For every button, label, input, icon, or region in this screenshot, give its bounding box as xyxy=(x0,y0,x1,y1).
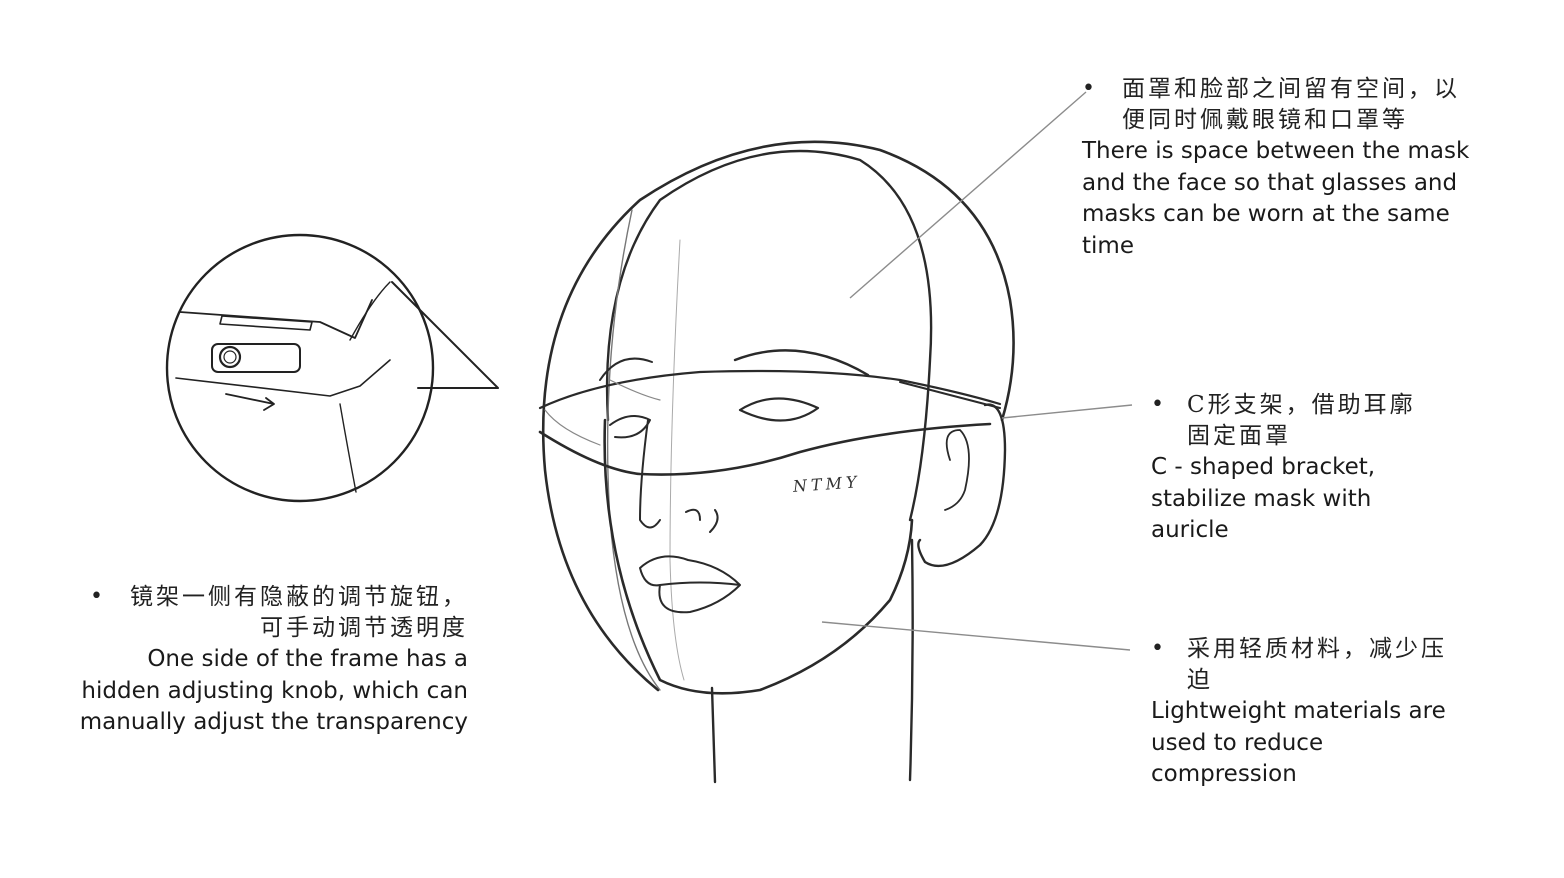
visor-strap-right xyxy=(899,381,1001,409)
leader-bracket xyxy=(1001,404,1133,419)
callout-knob: • 镜架一侧有隐蔽的调节旋钮， 可手动调节透明度 One side of the… xyxy=(40,582,468,739)
adjusting-knob-icon xyxy=(218,345,242,369)
bullet-icon: • xyxy=(1151,636,1164,661)
inset-callout-pointer xyxy=(391,281,499,389)
knob-slider-track xyxy=(211,343,301,373)
callout-bracket-en-3: auricle xyxy=(1151,517,1229,543)
head-outline xyxy=(541,140,1015,784)
callout-space-en-3: masks can be worn at the same xyxy=(1082,201,1450,227)
callout-space-en-1: There is space between the mask xyxy=(1082,138,1470,164)
callout-bracket-zh-1: C形支架，借助耳廓 xyxy=(1187,392,1416,418)
inset-circle xyxy=(165,233,435,503)
inset-frame-rim xyxy=(339,281,391,493)
mouth xyxy=(639,555,741,614)
callout-space-zh-1: 面罩和脸部之间留有空间，以 xyxy=(1122,76,1460,102)
callout-lightweight: • 采用轻质材料，减少压 迫 Lightweight materials are… xyxy=(1151,634,1491,791)
callout-lightweight-zh-2: 迫 xyxy=(1187,667,1213,693)
nose xyxy=(639,419,719,533)
visor-lower-edge xyxy=(538,422,992,476)
callout-knob-en-2: hidden adjusting knob, which can xyxy=(81,677,468,704)
visor-band-inner xyxy=(544,379,661,446)
neck-right xyxy=(908,538,914,782)
callout-lightweight-en-2: used to reduce xyxy=(1151,729,1324,756)
callout-knob-zh-1: 镜架一侧有隐蔽的调节旋钮， xyxy=(130,584,468,610)
left-eye xyxy=(609,415,651,439)
callout-space: • 面罩和脸部之间留有空间，以 便同时佩戴眼镜和口罩等 There is spa… xyxy=(1082,74,1502,262)
mask-logo-text: NTMY xyxy=(791,472,861,496)
leader-lightweight xyxy=(821,621,1131,651)
callout-bracket-en-1: C - shaped bracket, xyxy=(1151,454,1376,480)
neck-left xyxy=(710,686,717,784)
head-back-arc xyxy=(605,149,933,522)
callout-bracket-zh-2: 固定面罩 xyxy=(1187,423,1291,449)
visor-band xyxy=(538,369,1002,476)
callout-knob-zh-2: 可手动调节透明度 xyxy=(260,615,468,641)
jawline xyxy=(603,418,914,695)
inset-frame-slot xyxy=(219,315,313,331)
left-brow xyxy=(599,357,653,381)
knob-zoom-inset xyxy=(165,233,499,503)
bullet-icon: • xyxy=(1082,76,1095,101)
callout-knob-en-1: One side of the frame has a xyxy=(147,646,468,672)
leader-space xyxy=(849,91,1087,299)
face-vertical-guide xyxy=(669,239,685,681)
callout-space-en-4: time xyxy=(1082,232,1134,259)
leader-lines xyxy=(821,91,1133,651)
inset-frame-top-edge xyxy=(179,299,373,339)
bullet-icon: • xyxy=(90,584,103,609)
inset-frame-bottom-edge xyxy=(175,359,391,397)
callout-space-en-2: and the face so that glasses and xyxy=(1082,169,1458,196)
right-eye xyxy=(738,397,820,422)
callout-lightweight-en-1: Lightweight materials are xyxy=(1151,698,1446,724)
callout-lightweight-zh-1: 采用轻质材料，减少压 xyxy=(1187,636,1447,662)
skull-outline xyxy=(541,140,1015,692)
visor-top-edge xyxy=(538,369,1002,410)
slide-direction-arrow-icon xyxy=(225,393,275,411)
callout-lightweight-en-3: compression xyxy=(1151,761,1297,787)
callout-bracket: • C形支架，借助耳廓 固定面罩 C - shaped bracket, sta… xyxy=(1151,390,1491,547)
ear xyxy=(917,403,1007,568)
callout-bracket-en-2: stabilize mask with xyxy=(1151,485,1372,512)
callout-knob-en-3: manually adjust the transparency xyxy=(79,709,468,735)
right-brow xyxy=(733,349,870,377)
callout-space-zh-2: 便同时佩戴眼镜和口罩等 xyxy=(1122,107,1408,133)
bullet-icon: • xyxy=(1151,392,1164,417)
